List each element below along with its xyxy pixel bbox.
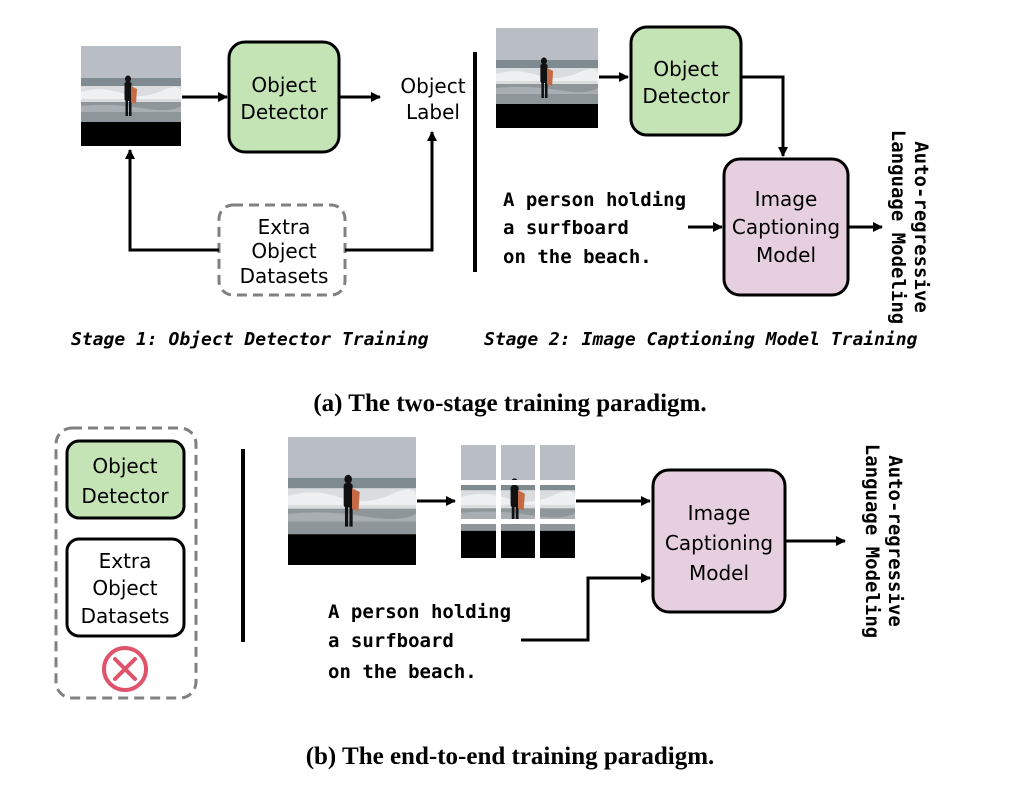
stage2-object-detector-box xyxy=(629,25,743,137)
b-output-text-1: Auto-regressive xyxy=(884,455,906,627)
b-beach-image xyxy=(288,437,416,565)
b-caption-line-2: a surfboard xyxy=(328,630,454,652)
stage2-output-text-1: Auto-regressive xyxy=(910,141,932,313)
stage1-extra-text-2: Object xyxy=(251,239,316,263)
stage2-group: Object Detector A person holding a surfb… xyxy=(484,25,932,350)
stage1-extra-text-1: Extra xyxy=(258,215,311,239)
b-output-text-2: Language Modeling xyxy=(861,444,883,638)
remove-x-icon xyxy=(102,646,148,692)
stage2-caption-line-1: A person holding xyxy=(503,189,686,211)
removed-components-box xyxy=(54,426,198,700)
stage2-output-text-2: Language Modeling xyxy=(887,130,909,324)
b-extra-text-3: Datasets xyxy=(81,604,170,628)
arrow-s2-detector-to-model xyxy=(741,75,788,157)
arrow-b-caption-to-model xyxy=(521,573,651,642)
b-extra-datasets-box xyxy=(65,537,186,638)
stage2-model-text-1: Image xyxy=(755,187,818,211)
stage2-model-text-3: Model xyxy=(756,243,816,267)
stage2-caption-line-3: on the beach. xyxy=(503,246,652,268)
stage1-label-text-1: Object xyxy=(400,74,465,98)
stage1-extra-text-3: Datasets xyxy=(240,264,329,288)
arrow-extra-to-image xyxy=(125,149,219,252)
b-caption-line-3: on the beach. xyxy=(328,661,477,683)
stage1-title: Stage 1: Object Detector Training xyxy=(71,329,429,350)
stage2-detector-text-2: Detector xyxy=(642,84,730,108)
stage1-group: Object Detector Object Label Extra Objec… xyxy=(71,40,466,350)
b-captioning-model-box xyxy=(651,468,787,614)
stage1-detector-text-1: Object xyxy=(251,73,316,97)
b-detector-text-1: Object xyxy=(92,454,157,478)
b-caption-line-1: A person holding xyxy=(328,601,511,623)
b-extra-text-2: Object xyxy=(92,576,157,600)
stage2-title: Stage 2: Image Captioning Model Training xyxy=(484,329,918,350)
b-model-text-3: Model xyxy=(689,561,749,585)
panel-a-caption: (a) The two-stage training paradigm. xyxy=(313,390,706,417)
stage2-beach-image xyxy=(496,28,598,128)
panel-b-caption: (b) The end-to-end training paradigm. xyxy=(306,743,715,770)
removed-components-group: Object Detector Extra Object Datasets xyxy=(54,426,198,700)
stage2-model-text-2: Captioning xyxy=(732,215,840,239)
stage1-detector-text-2: Detector xyxy=(240,100,328,124)
stage2-detector-text-1: Object xyxy=(653,57,718,81)
b-extra-text-1: Extra xyxy=(99,549,152,573)
stage1-label-text-2: Label xyxy=(406,100,460,124)
arrow-extra-to-label xyxy=(345,131,437,252)
b-patch-grid xyxy=(461,445,575,558)
b-object-detector-box xyxy=(65,439,186,520)
stage1-beach-image xyxy=(81,46,181,146)
b-detector-text-2: Detector xyxy=(81,484,169,508)
stage2-captioning-model-box xyxy=(722,157,850,297)
stage2-caption-line-2: a surfboard xyxy=(503,217,629,239)
end-to-end-group: A person holding a surfboard on the beac… xyxy=(288,437,906,683)
stage1-object-detector-box xyxy=(227,40,341,154)
b-model-text-2: Captioning xyxy=(665,531,773,555)
b-model-text-1: Image xyxy=(688,501,751,525)
